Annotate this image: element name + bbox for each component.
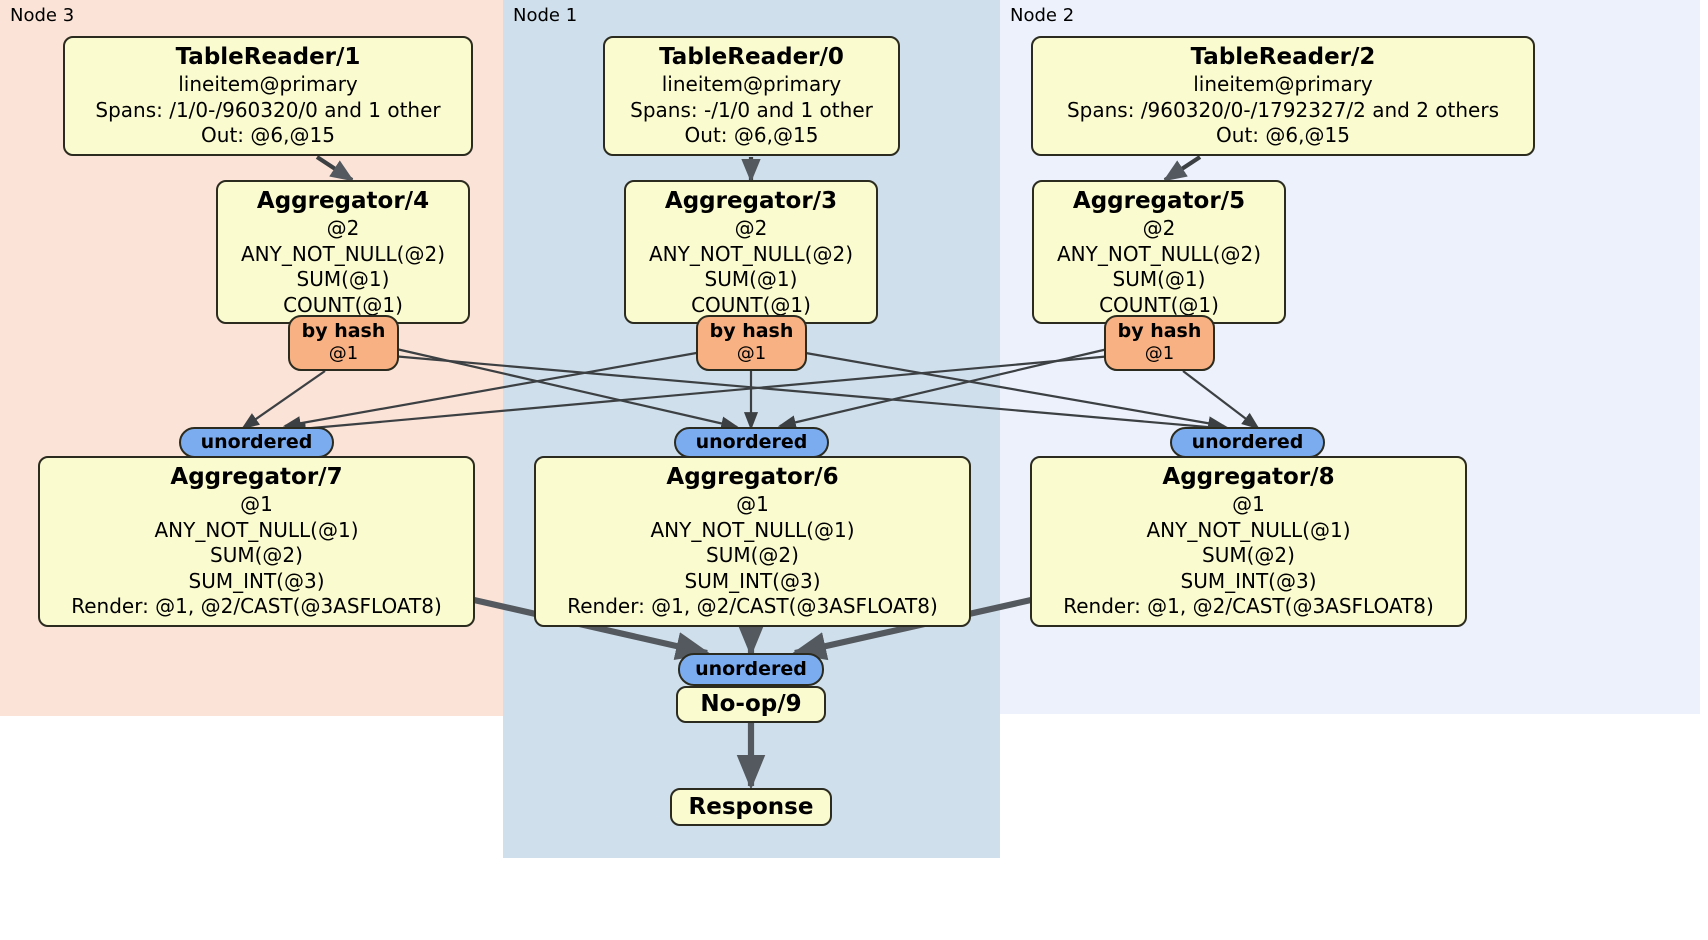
processor-detail-line: Render: @1, @2/CAST(@3ASFLOAT8)	[71, 594, 442, 618]
processor-detail-line: Render: @1, @2/CAST(@3ASFLOAT8)	[567, 594, 938, 618]
processor-title: No-op/9	[700, 691, 802, 717]
processor-aggregator-4[interactable]: Aggregator/4 @2 ANY_NOT_NULL(@2) SUM(@1)…	[216, 180, 470, 324]
synchronizer-label: unordered	[695, 658, 807, 680]
processor-detail-line: ANY_NOT_NULL(@1)	[650, 517, 855, 542]
processor-detail-line: @2	[1142, 216, 1176, 240]
synchronizer-label: unordered	[200, 431, 313, 453]
processor-title: TableReader/0	[659, 44, 844, 70]
router-column-label: @1	[1144, 343, 1175, 364]
processor-aggregator-6[interactable]: Aggregator/6 @1 ANY_NOT_NULL(@1) SUM(@2)…	[534, 456, 971, 627]
processor-detail-line: @2	[734, 216, 768, 240]
node-region-label-node1: Node 1	[513, 5, 578, 26]
router-column-label: @1	[736, 343, 767, 364]
node-region-label-node3: Node 3	[10, 5, 75, 26]
processor-detail-line: ANY_NOT_NULL(@1)	[1146, 517, 1351, 542]
processor-detail-line: @1	[240, 492, 273, 516]
processor-detail-line: ANY_NOT_NULL(@2)	[1057, 241, 1261, 266]
processor-title: Aggregator/7	[170, 464, 343, 490]
processor-detail-line: SUM_INT(@3)	[1180, 568, 1317, 593]
processor-detail-line: ANY_NOT_NULL(@2)	[649, 241, 853, 266]
processor-title: Aggregator/6	[666, 464, 839, 490]
processor-detail-line: lineitem@primary	[661, 72, 842, 96]
processor-title: Aggregator/3	[664, 188, 838, 214]
router-type-label: by hash	[301, 320, 386, 342]
processor-title: TableReader/2	[1190, 44, 1376, 70]
processor-detail-line: Out: @6,@15	[684, 123, 819, 147]
processor-detail-line: Spans: /1/0-/960320/0 and 1 other	[95, 97, 441, 122]
processor-detail-line: SUM(@1)	[296, 267, 390, 291]
input-synchronizer-unordered-node1[interactable]: unordered	[674, 427, 829, 458]
processor-response[interactable]: Response	[670, 788, 832, 826]
processor-detail-line: COUNT(@1)	[1099, 292, 1219, 317]
processor-detail-line: lineitem@primary	[1193, 72, 1373, 96]
processor-detail-line: Spans: -/1/0 and 1 other	[630, 97, 873, 122]
node-region-label-node2: Node 2	[1010, 5, 1075, 26]
processor-detail-line: ANY_NOT_NULL(@1)	[154, 517, 359, 542]
processor-aggregator-3[interactable]: Aggregator/3 @2 ANY_NOT_NULL(@2) SUM(@1)…	[624, 180, 878, 324]
router-column-label: @1	[328, 343, 359, 364]
processor-detail-line: Out: @6,@15	[1216, 123, 1350, 147]
output-router-hash-node2[interactable]: by hash @1	[1104, 315, 1215, 371]
synchronizer-label: unordered	[1191, 431, 1304, 453]
router-type-label: by hash	[1117, 320, 1202, 342]
processor-detail-line: @2	[326, 216, 360, 240]
processor-detail-line: ANY_NOT_NULL(@2)	[241, 241, 445, 266]
processor-detail-line: Spans: /960320/0-/1792327/2 and 2 others	[1066, 97, 1499, 122]
processor-aggregator-5[interactable]: Aggregator/5 @2 ANY_NOT_NULL(@2) SUM(@1)…	[1032, 180, 1286, 324]
processor-title: Aggregator/5	[1072, 188, 1246, 214]
processor-detail-line: lineitem@primary	[178, 72, 358, 96]
processor-title: Aggregator/4	[256, 188, 430, 214]
processor-table-reader-0[interactable]: TableReader/0 lineitem@primary Spans: -/…	[603, 36, 900, 156]
processor-table-reader-2[interactable]: TableReader/2 lineitem@primary Spans: /9…	[1031, 36, 1535, 156]
processor-detail-line: SUM_INT(@3)	[684, 568, 821, 593]
processor-title: Response	[688, 794, 814, 820]
processor-table-reader-1[interactable]: TableReader/1 lineitem@primary Spans: /1…	[63, 36, 473, 156]
processor-detail-line: SUM(@2)	[706, 543, 799, 567]
processor-detail-line: @1	[1232, 492, 1265, 516]
output-router-hash-node3[interactable]: by hash @1	[288, 315, 399, 371]
processor-detail-line: SUM(@1)	[1112, 267, 1206, 291]
processor-detail-line: Out: @6,@15	[201, 123, 335, 147]
processor-aggregator-8[interactable]: Aggregator/8 @1 ANY_NOT_NULL(@1) SUM(@2)…	[1030, 456, 1467, 627]
input-synchronizer-unordered-node3[interactable]: unordered	[179, 427, 334, 458]
processor-title: TableReader/1	[175, 44, 361, 70]
synchronizer-label: unordered	[695, 431, 808, 453]
processor-detail-line: Render: @1, @2/CAST(@3ASFLOAT8)	[1063, 594, 1434, 618]
processor-detail-line: @1	[736, 492, 769, 516]
processor-detail-line: SUM(@2)	[210, 543, 303, 567]
input-synchronizer-unordered-final[interactable]: unordered	[678, 653, 824, 686]
processor-aggregator-7[interactable]: Aggregator/7 @1 ANY_NOT_NULL(@1) SUM(@2)…	[38, 456, 475, 627]
output-router-hash-node1[interactable]: by hash @1	[696, 315, 807, 371]
processor-detail-line: SUM(@2)	[1202, 543, 1295, 567]
processor-detail-line: SUM(@1)	[704, 267, 798, 291]
processor-title: Aggregator/8	[1162, 464, 1335, 490]
processor-detail-line: COUNT(@1)	[283, 292, 403, 317]
processor-noop-9[interactable]: No-op/9	[676, 686, 826, 723]
input-synchronizer-unordered-node2[interactable]: unordered	[1170, 427, 1325, 458]
processor-detail-line: COUNT(@1)	[691, 292, 811, 317]
router-type-label: by hash	[709, 320, 794, 342]
processor-detail-line: SUM_INT(@3)	[188, 568, 325, 593]
